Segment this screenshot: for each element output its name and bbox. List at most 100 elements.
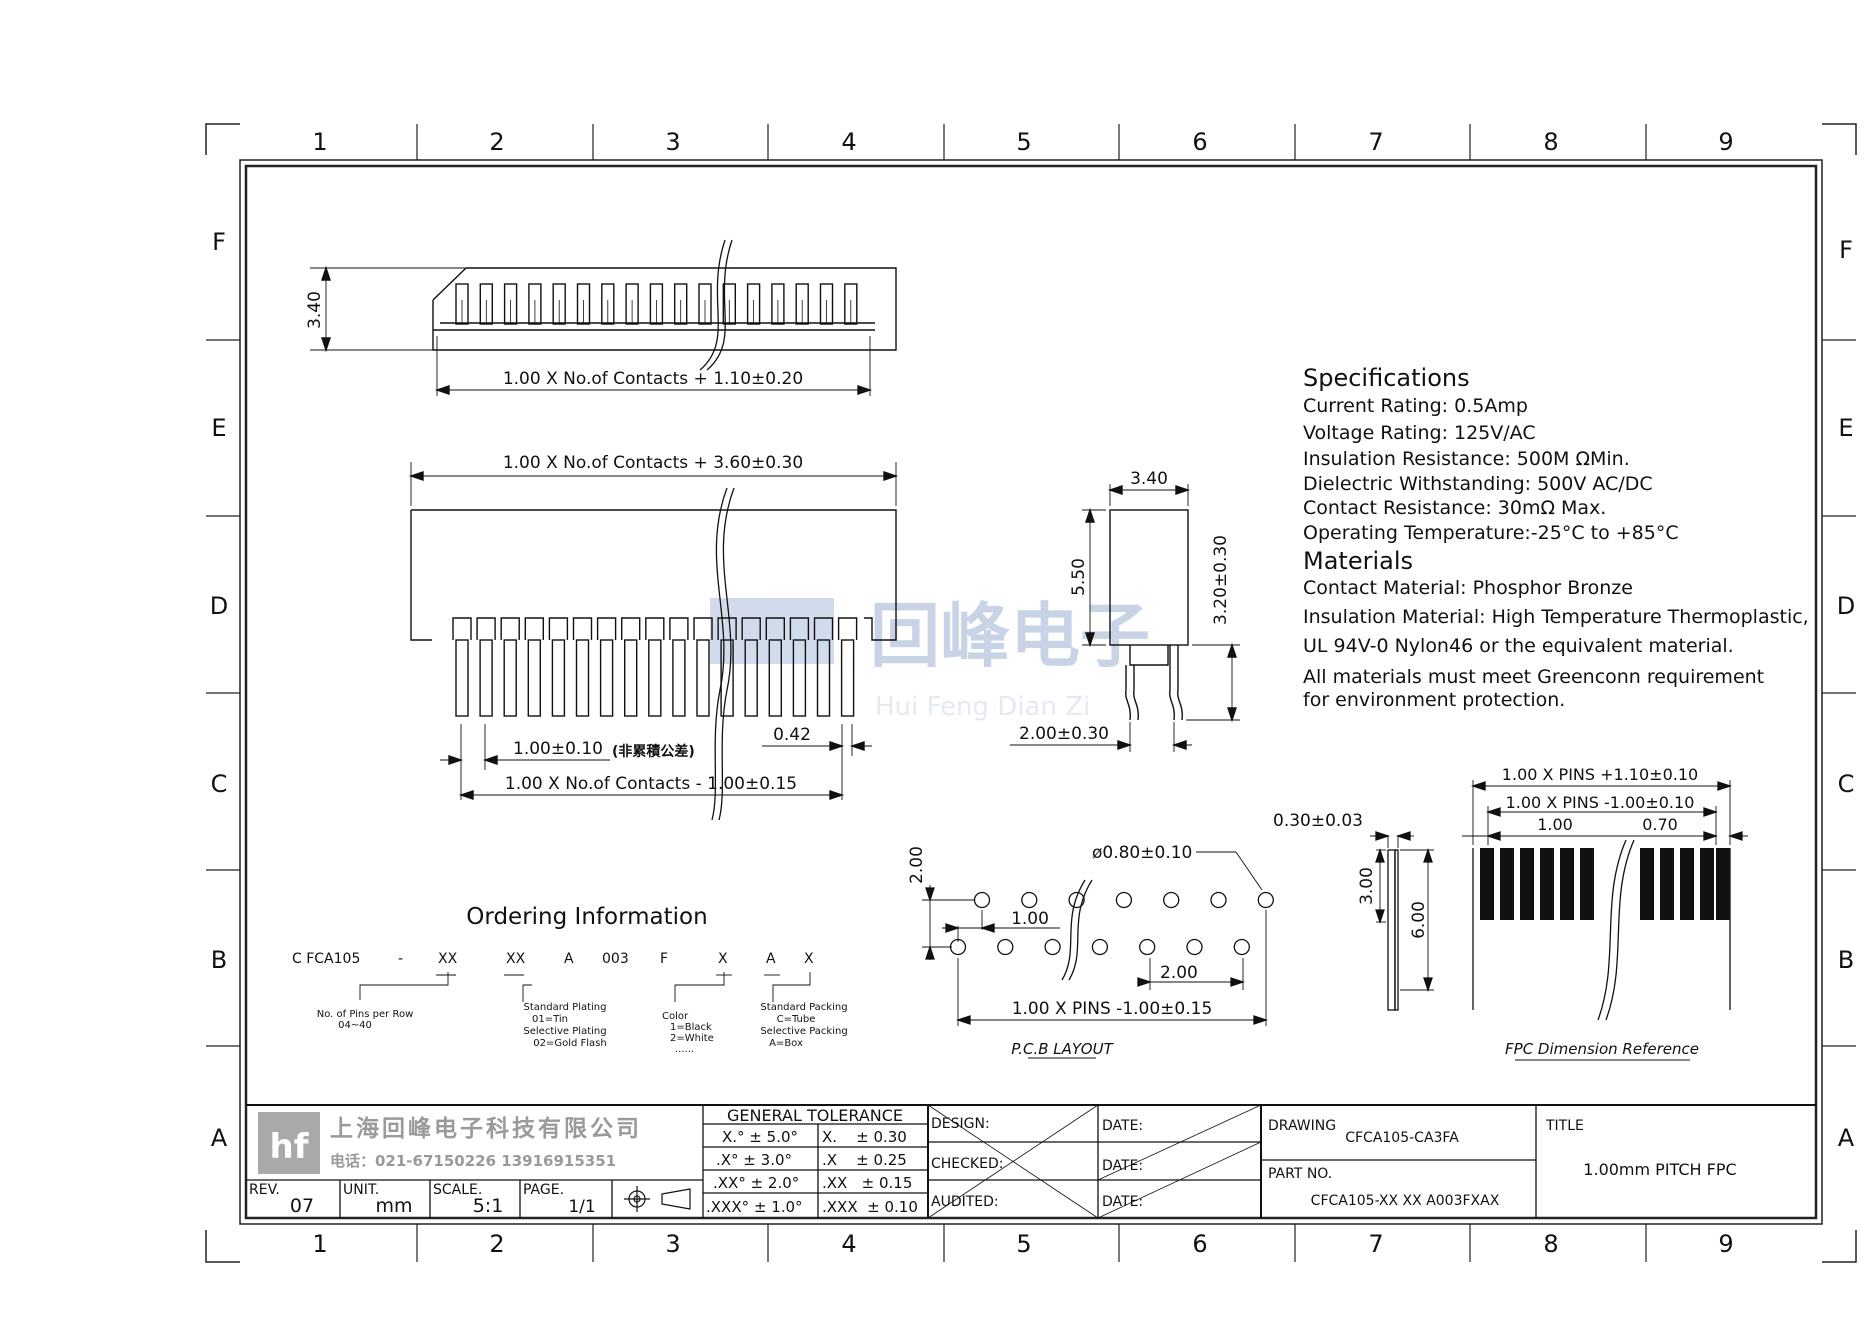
row-label-left-e: E xyxy=(211,414,226,442)
col-label-bottom-3: 3 xyxy=(665,1230,680,1258)
row-label-left-f: F xyxy=(212,228,226,256)
top-view-pin xyxy=(698,283,712,325)
audited-label: AUDITED: xyxy=(931,1194,999,1210)
drawing-label: DRAWING xyxy=(1268,1118,1336,1134)
pcb-hole-top-row xyxy=(1021,891,1038,909)
top-view-pin xyxy=(771,283,785,325)
watermark-en: Hui Feng Dian Zi xyxy=(875,692,1090,722)
angular-tolerance: .XXX° ± 1.0° xyxy=(706,1198,803,1216)
front-view-pin-top xyxy=(621,617,641,640)
top-view-pin xyxy=(503,283,518,325)
pcb-hole-bottom-row xyxy=(1139,938,1156,956)
pcb-layout xyxy=(922,851,1274,1059)
row-label-left-b: B xyxy=(211,946,227,974)
rev-value: 07 xyxy=(290,1195,314,1217)
order-note-packing: Standard Packing xyxy=(760,1002,847,1013)
col-label-top-5: 5 xyxy=(1016,128,1031,156)
scale-label: SCALE. xyxy=(433,1182,482,1198)
order-note-packing: C=Tube xyxy=(777,1014,816,1025)
col-label-top-3: 3 xyxy=(665,128,680,156)
row-label-right-e: E xyxy=(1838,414,1853,442)
col-label-bottom-7: 7 xyxy=(1368,1230,1383,1258)
order-note-packing: Selective Packing xyxy=(760,1026,847,1037)
order-note-packing: A=Box xyxy=(769,1038,803,1049)
spec-line: Voltage Rating: 125V/AC xyxy=(1303,422,1536,444)
top-view-pin xyxy=(625,283,639,325)
top-view-width-dim: 1.00 X No.of Contacts + 1.10±0.20 xyxy=(503,369,803,389)
order-note-plating: Selective Plating xyxy=(523,1026,606,1037)
inner-border xyxy=(244,164,1818,1220)
row-label-left-c: C xyxy=(211,770,228,798)
front-view-pin-top xyxy=(789,617,810,640)
front-view-overall-dim: 1.00 X No.of Contacts + 3.60±0.30 xyxy=(503,453,803,473)
pcb-hole-bottom-row xyxy=(1186,938,1203,956)
materials-title: Materials xyxy=(1303,547,1413,575)
side-view-width-dim: 3.40 xyxy=(1130,469,1168,489)
order-code: 003 xyxy=(602,951,629,967)
fpc-length-dim: 6.00 xyxy=(1409,901,1429,939)
front-view-pitch-note: (非累積公差) xyxy=(612,743,695,760)
order-code: C FCA105 xyxy=(292,951,360,967)
order-code: XX xyxy=(438,951,458,967)
side-view xyxy=(1010,484,1240,752)
tolerance-title: GENERAL TOLERANCE xyxy=(727,1106,903,1125)
fpc-trace xyxy=(1480,848,1494,920)
pcb-row-spacing-dim: 2.00 xyxy=(907,846,927,884)
specifications-title: Specifications xyxy=(1303,364,1470,392)
pcb-hole-top-row xyxy=(973,891,991,909)
order-code: A xyxy=(766,951,776,967)
page-label: PAGE. xyxy=(523,1182,564,1198)
order-note-color: 2=White xyxy=(670,1033,714,1044)
front-view-pins xyxy=(452,617,858,717)
title-block-lines xyxy=(246,1104,1816,1219)
top-view-pin xyxy=(674,283,688,325)
top-view-pin xyxy=(746,283,761,325)
col-label-top-8: 8 xyxy=(1543,128,1558,156)
front-view-pin xyxy=(527,639,541,717)
col-label-bottom-4: 4 xyxy=(841,1230,856,1258)
fpc-trace xyxy=(1580,848,1594,920)
top-view-pin xyxy=(455,283,469,325)
design-label: DESIGN: xyxy=(931,1116,990,1132)
front-view xyxy=(408,462,899,821)
row-label-right-d: D xyxy=(1837,592,1855,620)
row-label-right-a: A xyxy=(1838,1124,1855,1152)
rev-label: REV. xyxy=(249,1182,280,1198)
front-view-pin-top xyxy=(669,617,689,640)
row-label-left-a: A xyxy=(211,1124,228,1152)
front-view-pin xyxy=(503,639,517,717)
front-view-pin-top xyxy=(645,617,665,640)
front-view-pin-top xyxy=(717,617,737,640)
fpc-thickness-dim: 0.30±0.03 xyxy=(1273,811,1363,831)
front-view-pin xyxy=(792,639,807,717)
angular-tolerance: X.° ± 5.0° xyxy=(722,1128,798,1146)
fpc-traces xyxy=(1480,848,1730,920)
front-view-pin xyxy=(648,639,662,717)
fpc-overall-dim: 1.00 X PINS +1.10±0.10 xyxy=(1502,765,1698,784)
fpc-trace xyxy=(1520,848,1534,920)
pcb-hole-top-row xyxy=(1068,891,1085,909)
fpc-trace xyxy=(1640,848,1654,920)
front-view-pin-top xyxy=(596,617,617,640)
order-code: F xyxy=(660,951,668,967)
checked-label: CHECKED: xyxy=(931,1156,1003,1172)
fpc-trace xyxy=(1660,848,1674,920)
front-view-pin xyxy=(816,639,831,717)
order-note-color: Color xyxy=(662,1011,689,1022)
front-view-pin-top xyxy=(837,617,858,640)
fpc-trace xyxy=(1560,848,1574,920)
order-code: A xyxy=(564,951,574,967)
fpc-trace xyxy=(1680,848,1694,920)
audited-date-label: DATE: xyxy=(1102,1194,1143,1210)
order-note-color: 1=Black xyxy=(670,1022,712,1033)
order-note-pins: No. of Pins per Row xyxy=(317,1009,414,1020)
material-line: Insulation Material: High Temperature Th… xyxy=(1303,606,1809,628)
pcb-holes xyxy=(949,891,1274,956)
angular-tolerance: .X° ± 3.0° xyxy=(716,1151,792,1169)
front-view-pin xyxy=(575,639,590,717)
row-label-right-b: B xyxy=(1838,946,1854,974)
col-label-bottom-1: 1 xyxy=(312,1230,327,1258)
linear-tolerance: .XX ± 0.15 xyxy=(822,1174,912,1192)
pcb-span-dim: 1.00 X PINS -1.00±0.15 xyxy=(1012,999,1213,1019)
fpc-trace xyxy=(1540,848,1554,920)
